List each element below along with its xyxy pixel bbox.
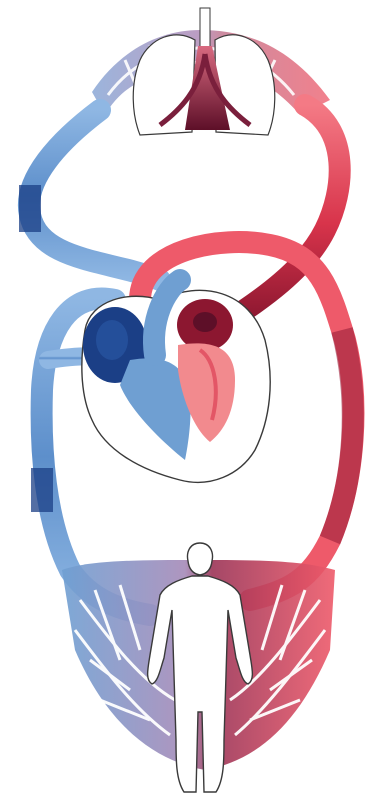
lungs-outline [133, 8, 275, 135]
heart [82, 280, 270, 482]
